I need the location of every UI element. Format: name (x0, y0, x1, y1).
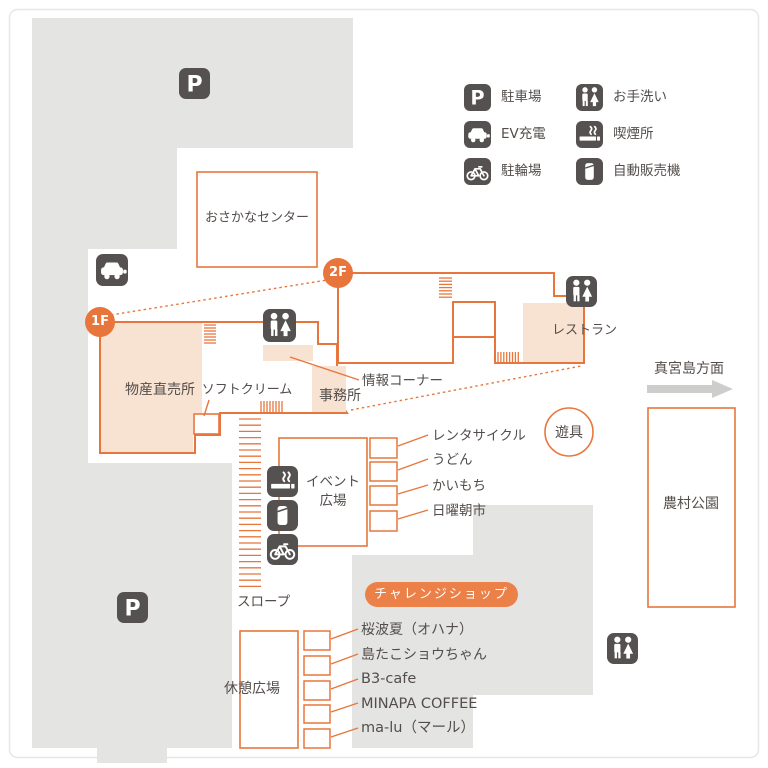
floor-2f-marker: 2F (323, 258, 353, 288)
shop-label-1: 桜波夏（オハナ） (361, 622, 473, 638)
shop-label-2: 島たこショウちゃん (361, 647, 487, 663)
shop-label-4: MINAPA COFFEE (361, 696, 478, 712)
restroom-icon (263, 309, 296, 342)
noson-koen-area (647, 407, 736, 608)
legend-label-restroom: お手洗い (613, 89, 667, 105)
restroom-icon (607, 633, 638, 664)
slope-ramp-hatch (239, 418, 261, 588)
soft-cream-pointer-line (203, 399, 210, 417)
floor-1f-marker: 1F (85, 307, 115, 337)
restaurant-area (523, 303, 583, 362)
slope-label: スロープ (237, 594, 291, 610)
noson-koen-label: 農村公園 (663, 495, 719, 512)
kyukei-hiroba-label: 休憩広場 (224, 680, 280, 697)
parking-area-west (32, 18, 353, 763)
parking-area-southeast (352, 505, 593, 748)
stall-connector-lines (397, 434, 429, 520)
yugu-label: 遊具 (555, 424, 583, 441)
stall-box-rental-cycle (369, 437, 398, 459)
vending-machine-icon (576, 158, 603, 185)
legend-label-parking: 駐車場 (501, 89, 542, 105)
joho-corner-area (263, 345, 313, 361)
yugu-area (544, 407, 594, 457)
legend-label-vending: 自動販売機 (613, 163, 681, 179)
parking-icon (464, 84, 491, 111)
floor-link-dotted-line-1 (110, 279, 328, 316)
stall-box-asaichi (369, 510, 398, 532)
stall-box-kaimochi (369, 485, 398, 506)
stall-label-udon: うどん (432, 452, 473, 468)
legend-label-ev: EV充電 (501, 126, 546, 142)
shop-box-2 (303, 655, 331, 676)
shop-box-1 (303, 630, 331, 651)
legend-label-smoking: 喫煙所 (613, 126, 654, 142)
1f-south-steps-hatch (260, 401, 283, 412)
challenge-shop-boxes (303, 630, 331, 749)
smoking-icon (267, 466, 298, 497)
soft-cream-label: ソフトクリーム (201, 382, 293, 398)
shop-box-4 (303, 704, 331, 724)
smoking-icon (576, 121, 603, 148)
shop-label-5: ma-lu（マール） (361, 720, 475, 736)
parking-icon (117, 592, 148, 623)
bicycle-parking-icon (464, 158, 491, 185)
shop-box-5 (303, 728, 331, 749)
bussan-chokubaijo-area (101, 323, 202, 452)
direction-arrow (647, 380, 733, 398)
shop-connector-lines (330, 628, 359, 738)
stall-label-asaichi: 日曜朝市 (432, 503, 486, 519)
kyukei-hiroba-area (239, 630, 299, 749)
joho-corner-label: 情報コーナー (362, 373, 443, 389)
map-frame (8, 8, 760, 759)
osakana-center-label: おさかなセンター (204, 210, 310, 226)
event-plaza-label: イベント広場 (306, 474, 360, 509)
ev-charge-icon (464, 121, 491, 148)
jimusho-label: 事務所 (319, 387, 361, 404)
restroom-icon (566, 276, 597, 307)
direction-label: 真宮島方面 (654, 361, 724, 377)
restaurant-label: レストラン (552, 323, 618, 338)
floor-link-dotted-line-2 (350, 365, 582, 411)
osakana-center-building (196, 171, 318, 268)
entrance-stairs-hatch (204, 324, 216, 344)
stall-boxes (369, 437, 398, 532)
legend-label-bicycle: 駐輪場 (501, 163, 542, 179)
vending-machine-icon (267, 500, 298, 531)
stall-label-kaimochi: かいもち (432, 478, 486, 494)
bicycle-parking-icon (267, 534, 298, 565)
shop-box-3 (303, 680, 331, 701)
stall-box-udon (369, 461, 398, 482)
2f-stairs-hatch (439, 277, 452, 298)
ev-charge-icon (96, 254, 128, 286)
soft-cream-stand (193, 413, 220, 435)
parking-icon (179, 68, 210, 99)
challenge-shop-badge: チャレンジショップ (365, 582, 518, 607)
stall-label-rental-cycle: レンタサイクル (432, 428, 526, 444)
restroom-icon (576, 84, 603, 111)
shop-label-3: B3-cafe (361, 671, 417, 687)
2f-south-steps-hatch (497, 352, 519, 362)
bussan-chokubaijo-label: 物産直売所 (125, 381, 195, 398)
building-2f-outline (337, 272, 585, 364)
joho-corner-pointer-line (289, 356, 360, 381)
